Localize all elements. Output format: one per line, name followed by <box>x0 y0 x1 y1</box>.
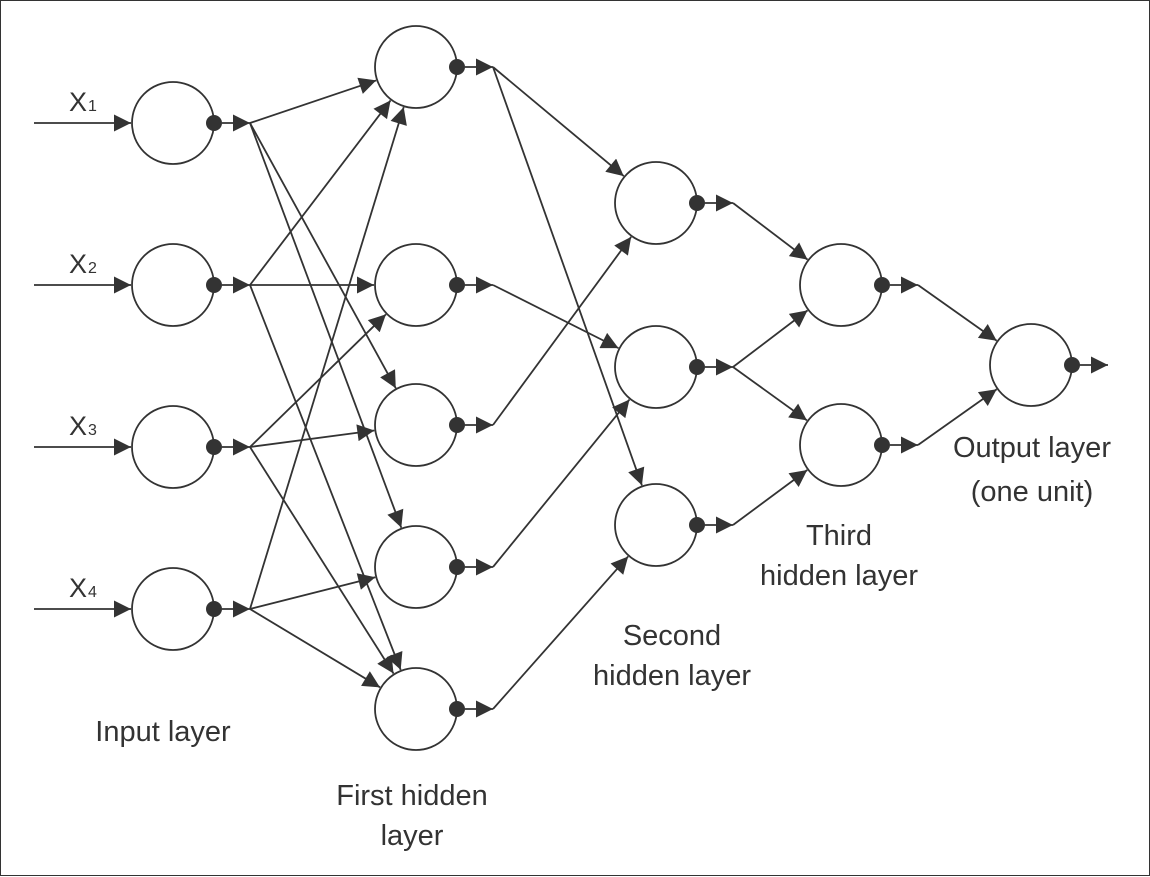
hidden1-layer-label-line-2: layer <box>381 820 444 852</box>
connection-hidden1-to-hidden2-0-0 <box>492 66 625 177</box>
connection-hidden1-to-hidden2-3-1 <box>492 398 631 568</box>
connection-hidden2-to-hidden3-1-0 <box>732 309 809 368</box>
connection-hidden1-to-hidden2-4-2 <box>492 555 629 710</box>
connection-input-to-hidden1-3-3 <box>249 573 376 610</box>
hidden2-layer-label-line-2: hidden layer <box>593 660 751 692</box>
hidden1-layer-label-line-1: First hidden <box>336 780 488 812</box>
input-label-2-subscript: 2 <box>88 260 97 277</box>
input-label-3-subscript: 3 <box>88 422 97 439</box>
hidden2-layer-label-line-1: Second <box>623 620 721 652</box>
input-layer-label-line-1: Input layer <box>95 716 231 748</box>
input-unit-4-output-dot <box>206 601 222 617</box>
connections <box>34 66 998 710</box>
units <box>131 25 1108 751</box>
input-label-3: X3 <box>69 411 97 441</box>
input-label-4-subscript: 4 <box>88 584 97 601</box>
connection-input-to-hidden1-2-4 <box>249 446 395 675</box>
hidden1-unit-1 <box>374 25 458 109</box>
connection-input-to-hidden1-0-0 <box>249 77 377 124</box>
input-unit-2-output-dot <box>206 277 222 293</box>
hidden3-layer-label-line-2: hidden layer <box>760 560 918 592</box>
hidden2-unit-3 <box>614 483 698 567</box>
input-unit-3-output-dot <box>206 439 222 455</box>
connection-hidden3-to-output-0-0 <box>917 284 998 342</box>
connection-hidden3-to-output-1-0 <box>917 388 998 446</box>
input-label-1: X1 <box>69 87 97 117</box>
input-label-4: X4 <box>69 573 97 603</box>
connection-input-to-hidden1-3-0 <box>249 106 407 610</box>
hidden1-unit-5 <box>374 667 458 751</box>
hidden1-unit-3 <box>374 383 458 467</box>
connection-hidden2-to-hidden3-1-1 <box>732 366 808 422</box>
hidden2-unit-1-output-dot <box>689 195 705 211</box>
hidden1-unit-4-output-dot <box>449 559 465 575</box>
input-label-2: X2 <box>69 249 97 279</box>
hidden1-unit-2 <box>374 243 458 327</box>
connection-input-to-hidden1-1-0 <box>249 99 392 286</box>
connection-input-to-hidden1-0-3 <box>249 122 404 528</box>
connection-hidden2-to-hidden3-2-1 <box>732 469 808 526</box>
hidden3-unit-1 <box>799 243 883 327</box>
input-unit-2 <box>131 243 215 327</box>
input-unit-1 <box>131 81 215 165</box>
hidden3-unit-2 <box>799 403 883 487</box>
hidden1-unit-1-output-dot <box>449 59 465 75</box>
hidden2-unit-2 <box>614 325 698 409</box>
hidden3-unit-2-output-dot <box>874 437 890 453</box>
hidden2-unit-3-output-dot <box>689 517 705 533</box>
connection-hidden1-to-hidden2-1-1 <box>492 284 619 349</box>
connection-input-to-hidden1-1-4 <box>249 284 403 671</box>
connection-hidden1-to-hidden2-2-0 <box>492 236 632 426</box>
input-unit-3 <box>131 405 215 489</box>
connection-input-to-hidden1-3-4 <box>249 608 381 689</box>
output-layer-label-line-2: (one unit) <box>971 476 1094 508</box>
hidden2-unit-1 <box>614 161 698 245</box>
hidden1-unit-3-output-dot <box>449 417 465 433</box>
connection-input-to-hidden1-2-2 <box>249 424 375 448</box>
hidden3-layer-label-line-1: Third <box>806 520 872 552</box>
input-label-1-subscript: 1 <box>88 98 97 115</box>
output-unit-1-output-dot <box>1064 357 1080 373</box>
output-unit-1 <box>989 323 1073 407</box>
hidden3-unit-1-output-dot <box>874 277 890 293</box>
output-layer-label-line-1: Output layer <box>953 432 1111 464</box>
input-unit-1-output-dot <box>206 115 222 131</box>
hidden1-unit-4 <box>374 525 458 609</box>
hidden2-unit-2-output-dot <box>689 359 705 375</box>
connection-hidden2-to-hidden3-0-0 <box>732 202 809 261</box>
hidden1-unit-5-output-dot <box>449 701 465 717</box>
hidden1-unit-2-output-dot <box>449 277 465 293</box>
input-unit-4 <box>131 567 215 651</box>
connection-input-to-hidden1-0-2 <box>249 122 397 389</box>
connection-input-to-hidden1-2-1 <box>249 313 387 448</box>
